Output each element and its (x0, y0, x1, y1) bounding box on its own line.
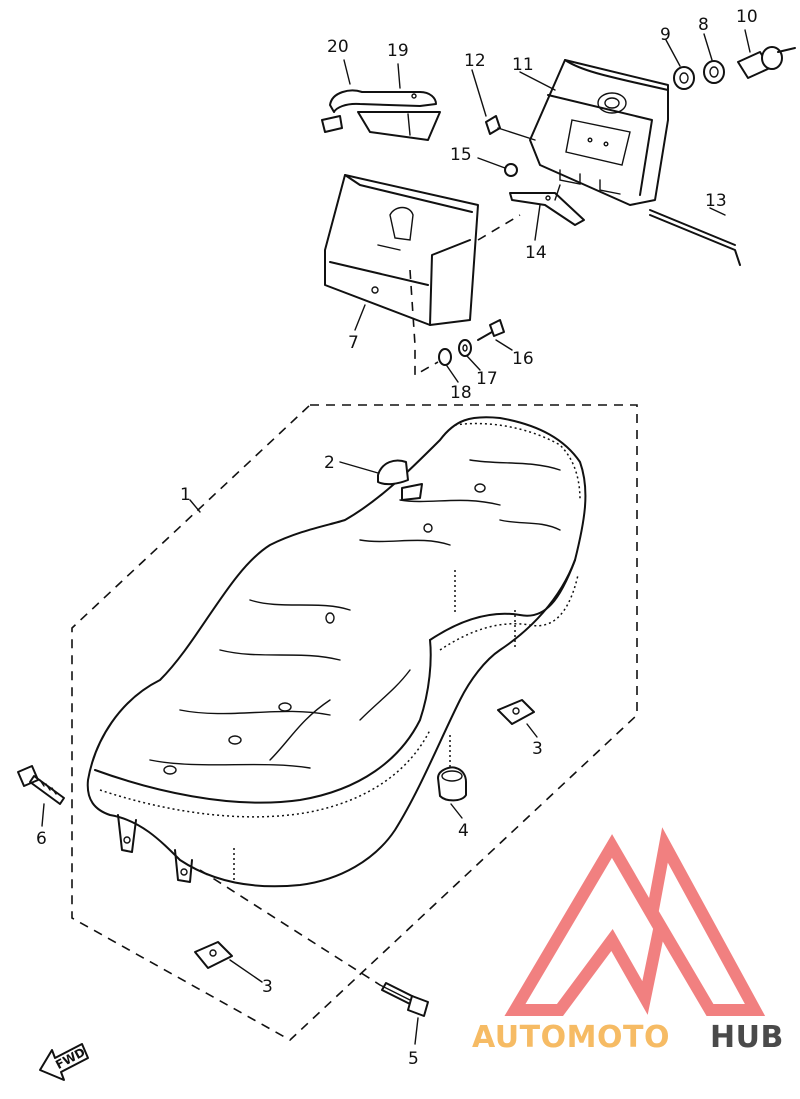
lock-washer-9 (673, 66, 695, 90)
damper (437, 766, 467, 802)
callout-18: 18 (450, 383, 472, 403)
callout-5: 5 (408, 1049, 419, 1069)
lock-rod (649, 209, 741, 266)
washer-17 (458, 339, 472, 357)
callout-16: 16 (512, 349, 534, 369)
bolt-6 (17, 765, 65, 805)
callout-17: 17 (476, 369, 498, 389)
callouts: 1 2 3 3 4 5 6 7 8 9 10 11 12 13 14 15 16… (36, 7, 758, 1069)
forward-direction-arrow: FWD (39, 1043, 89, 1081)
hook-bracket (509, 184, 585, 226)
callout-3-right: 3 (532, 739, 543, 759)
nut-plate-left (194, 941, 233, 969)
callout-11: 11 (512, 55, 534, 75)
callout-3-left: 3 (262, 977, 273, 997)
storage-box (529, 59, 669, 206)
callout-12: 12 (464, 51, 486, 71)
lock-nut-8 (703, 60, 725, 84)
callout-9: 9 (660, 25, 671, 45)
watermark: AUTOMOTO HUB (472, 827, 784, 1055)
seat (86, 416, 587, 888)
grommet (477, 157, 518, 177)
watermark-text-secondary: HUB (710, 1020, 784, 1055)
callout-2: 2 (324, 453, 335, 473)
bolt-5 (199, 869, 429, 1017)
seat-assembly-boundary (71, 404, 638, 1041)
callout-6: 6 (36, 829, 47, 849)
callout-13: 13 (705, 191, 727, 211)
callout-10: 10 (736, 7, 758, 27)
collar-18 (438, 348, 452, 366)
callout-20: 20 (327, 37, 349, 57)
clip-12 (485, 115, 536, 141)
watermark-text-primary: AUTOMOTO (472, 1020, 670, 1055)
callout-7: 7 (348, 333, 359, 353)
watermark-logo-icon (504, 827, 766, 1016)
callout-1: 1 (180, 485, 191, 505)
screw-16 (477, 319, 505, 341)
seat-strap (377, 459, 423, 501)
callout-19: 19 (387, 41, 409, 61)
callout-8: 8 (698, 15, 709, 35)
nut-plate-right (497, 699, 535, 725)
seat-cowl (324, 174, 521, 377)
lock-cylinder-10 (737, 46, 796, 79)
grab-strap-bracket (321, 89, 441, 141)
leader-lines (41, 29, 751, 1045)
callout-15: 15 (450, 145, 472, 165)
callout-4: 4 (458, 821, 469, 841)
callout-14: 14 (525, 243, 547, 263)
